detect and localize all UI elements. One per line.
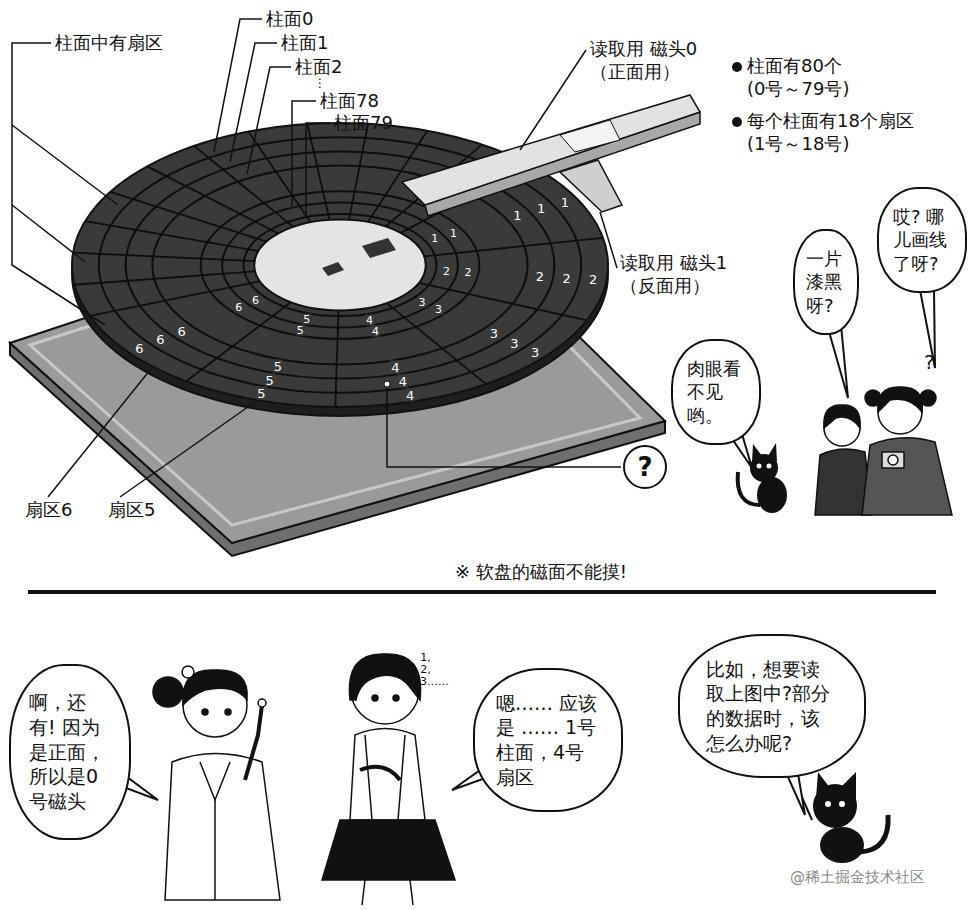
arm-detail — [560, 120, 620, 152]
sector-number: 4 — [371, 325, 380, 336]
sector-number: 5 — [296, 324, 305, 335]
part-label: 柱面2 — [295, 56, 342, 79]
watermark: @稀土掘金技术社区 — [790, 868, 925, 887]
sector-number: 2 — [442, 265, 451, 276]
sector-number: 1 — [512, 209, 522, 222]
sector-number: 3 — [434, 303, 443, 314]
sector-number: 4 — [405, 388, 415, 401]
speech-bubble: 啊，还有! 因为是正面，所以是0号磁头 — [9, 664, 131, 840]
part-label: 柱面中有扇区 — [55, 32, 163, 55]
sector-number: 6 — [251, 294, 260, 305]
part-label: 读取用 磁头0（正面用） — [590, 38, 745, 83]
bullet — [732, 117, 742, 127]
sector-line — [387, 303, 486, 384]
sector-line — [349, 124, 368, 220]
hub-hole — [362, 238, 396, 258]
sector-number: 6 — [176, 324, 186, 337]
cat-bottom — [790, 770, 888, 863]
note: ※ 软盘的磁面不能摸! — [455, 561, 627, 584]
speech-bubble: 一片漆黑呀? — [793, 229, 860, 335]
hub-hole — [322, 262, 344, 276]
target-dot — [384, 381, 390, 387]
part-label: 读取用 磁头1（反面用） — [620, 252, 775, 297]
part-label: 1,2,3…… — [420, 652, 431, 688]
sector-line — [85, 221, 258, 251]
sector-line — [90, 281, 260, 316]
sector-line — [110, 192, 266, 242]
sector-number: 4 — [398, 375, 408, 388]
sector-number: 6 — [155, 333, 165, 346]
sector-number: 1 — [536, 202, 546, 215]
sector-number: 1 — [430, 233, 439, 244]
sector-number: 6 — [234, 301, 243, 312]
sector-line — [307, 124, 329, 220]
bubble-text: 肉眼看不见哟。 — [687, 357, 745, 427]
bubble-text: 嗯…… 应该是 …… 1号柱面，4号扇区 — [496, 691, 600, 790]
bubble-text: 哎? 哪儿画线了呀? — [893, 205, 951, 275]
hub — [254, 220, 426, 311]
sector-line — [186, 302, 291, 381]
sector-number: 4 — [390, 361, 400, 374]
speech-bubble: 嗯…… 应该是 …… 1号柱面，4号扇区 — [473, 668, 624, 812]
part-label: 扇区6 — [25, 499, 72, 522]
sector-line — [73, 253, 255, 261]
callout-symbol: ? — [637, 454, 652, 480]
part-label: 柱面有80个 (0号～79号) — [747, 55, 882, 100]
sector-line — [194, 146, 293, 227]
sector-number: 5 — [273, 360, 283, 373]
part-label: 柱面0 — [266, 8, 313, 31]
sector-line — [147, 166, 278, 233]
sector-number: 3 — [418, 296, 427, 307]
part-label: 扇区5 — [108, 499, 155, 522]
sector-number: 2 — [535, 270, 545, 283]
sector-number: 4 — [365, 314, 374, 325]
sector-number: 3 — [530, 345, 540, 358]
part-label: ? — [924, 350, 935, 375]
callout-circle: ? — [623, 445, 667, 489]
part-label: 柱面1 — [281, 32, 328, 55]
part-label: ⋮ — [314, 76, 326, 91]
sector-line — [419, 283, 587, 321]
sector-number: 5 — [256, 387, 266, 400]
sector-number: 3 — [489, 327, 499, 340]
sector-line — [424, 238, 603, 256]
sector-number: 1 — [560, 195, 570, 208]
girl-bob — [322, 654, 455, 905]
speech-bubble: 比如，想要读取上图中?部分的数据时，该怎么办呢? — [678, 634, 866, 778]
part-label: 每个柱面有18个扇区 (1号～18号) — [747, 110, 932, 155]
girls-top — [815, 387, 952, 515]
part-label: 柱面78 — [320, 90, 379, 113]
sector-line — [248, 132, 310, 223]
part-label: 柱面79 — [334, 112, 393, 135]
bullet — [732, 62, 742, 72]
sector-number: 6 — [134, 342, 144, 355]
sector-number: 3 — [509, 336, 519, 349]
sector-number: 2 — [561, 271, 571, 284]
bubble-text: 啊，还有! 因为是正面，所以是0号磁头 — [29, 690, 111, 813]
speech-bubble: 哎? 哪儿画线了呀? — [877, 187, 967, 293]
sector-number: 2 — [463, 267, 472, 278]
girl-ponytail — [153, 666, 280, 900]
bubble-text: 一片漆黑呀? — [806, 247, 846, 317]
sector-line — [75, 271, 255, 284]
leader-lines — [12, 19, 621, 497]
divider — [28, 590, 936, 594]
sector-number: 5 — [302, 314, 311, 325]
bubble-text: 比如，想要读取上图中?部分的数据时，该怎么办呢? — [706, 657, 838, 756]
sector-number: 5 — [264, 373, 274, 386]
sector-number: 2 — [588, 273, 598, 286]
head-0-arm — [402, 95, 700, 205]
speech-bubble: 肉眼看不见哟。 — [671, 339, 761, 445]
sector-number: 1 — [449, 228, 458, 239]
sector-line — [335, 310, 338, 407]
